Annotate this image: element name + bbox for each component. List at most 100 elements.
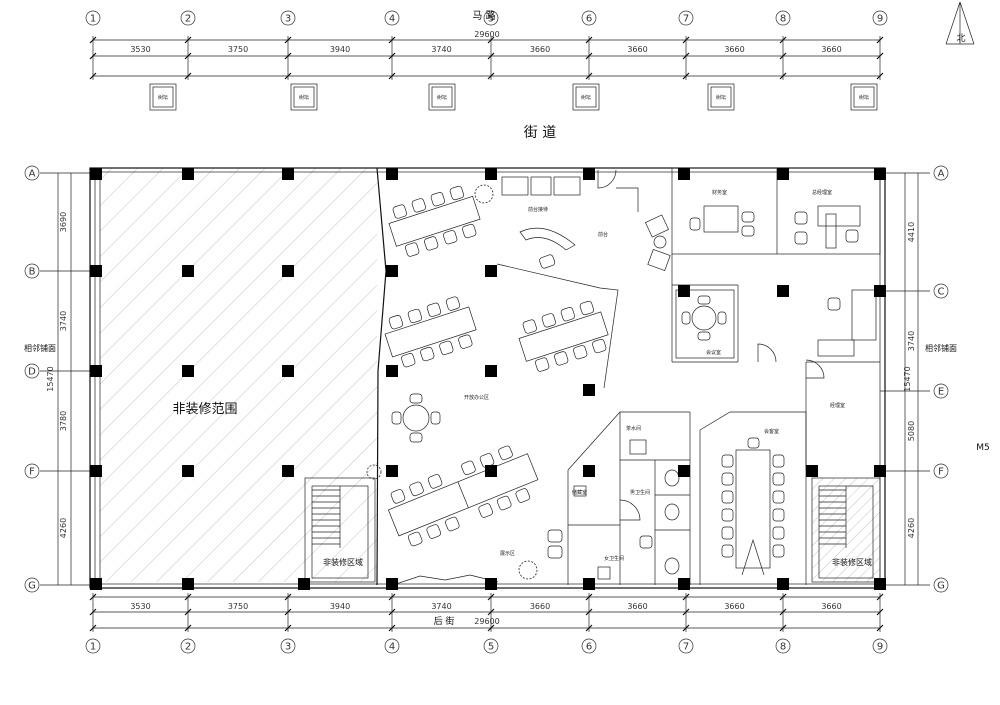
workstation-group-1	[388, 185, 481, 257]
reception-sofa	[501, 176, 581, 196]
grid-bubble	[24, 263, 40, 279]
grid-number: 2	[185, 642, 191, 653]
room-label-display: 展示区	[500, 551, 515, 557]
grid-bubble	[581, 10, 597, 26]
grid-number: 4	[389, 14, 395, 25]
chair	[772, 490, 785, 504]
left-dimension-lines	[40, 172, 93, 586]
tree-box	[572, 83, 600, 111]
column	[777, 285, 789, 297]
grid-bubble	[180, 10, 196, 26]
grid-bubble	[775, 638, 791, 654]
column	[386, 365, 398, 377]
grid-bubble	[24, 363, 40, 379]
room-labels: 财务室 总经理室 会议室 前台 前台接待 开放办公区 会客室 经理室 茶水间 男…	[464, 189, 845, 562]
column	[282, 365, 294, 377]
column	[583, 578, 595, 590]
grid-bubble	[775, 10, 791, 26]
grid-bubble	[280, 10, 296, 26]
column	[282, 168, 294, 180]
span-dimension: 3660	[530, 45, 550, 54]
manager-office-furniture	[817, 289, 877, 357]
non-renovation-area	[100, 168, 377, 582]
grid-bubble	[483, 638, 499, 654]
grid-number: 6	[586, 14, 592, 25]
non-renovation-scope-label: 非装修范围	[172, 402, 237, 417]
grid-number: 3	[285, 14, 291, 25]
workstation-group-3	[518, 300, 609, 372]
tree-box-label: 树坛	[437, 94, 447, 101]
tree-box	[707, 83, 735, 111]
back-street-label: 后 街	[434, 615, 455, 627]
top-total-dimension: 29600	[474, 30, 499, 39]
column	[874, 168, 886, 180]
column	[485, 265, 497, 277]
column	[182, 365, 194, 377]
side-total-dimension: 15470	[903, 366, 912, 391]
grid-letter: A	[938, 169, 945, 180]
column	[874, 578, 886, 590]
chair	[772, 544, 785, 558]
grid-letter: G	[28, 581, 36, 592]
grid-number: 7	[683, 14, 689, 25]
chair	[721, 526, 734, 540]
stair-right	[811, 477, 881, 583]
grid-bubble	[933, 383, 949, 399]
column	[777, 168, 789, 180]
grid-number: 1	[90, 14, 96, 25]
grid-letter: G	[937, 581, 945, 592]
top-dimension-lines	[89, 36, 884, 80]
grid-letter: F	[938, 467, 944, 478]
span-dimension: 3660	[627, 602, 647, 611]
grid-number: 1	[90, 642, 96, 653]
structural-columns	[90, 168, 886, 590]
room-label-pantry: 茶水间	[626, 425, 641, 432]
finance-office-furniture	[689, 205, 755, 237]
column	[583, 465, 595, 477]
room-label-open-office: 开放办公区	[464, 394, 489, 401]
grid-number: 9	[877, 14, 883, 25]
span-dimension: 3740	[431, 602, 451, 611]
span-dimension: 3660	[821, 602, 841, 611]
chair	[772, 508, 785, 522]
column	[485, 168, 497, 180]
lounge-chairs	[644, 214, 671, 272]
north-arrow-icon	[945, 1, 975, 45]
column	[485, 365, 497, 377]
column	[806, 465, 818, 477]
column	[90, 465, 102, 477]
grid-number: 2	[185, 14, 191, 25]
side-dimension: 3740	[907, 331, 916, 351]
column	[90, 168, 102, 180]
chair	[721, 454, 734, 468]
grid-bubble	[384, 10, 400, 26]
workstation-group-2	[384, 296, 477, 368]
bottom-dimension-lines	[89, 593, 884, 632]
gm-office-furniture	[794, 205, 861, 249]
tree-box-label: 树坛	[859, 94, 869, 101]
side-total-dimension: 15470	[46, 366, 55, 391]
column	[583, 168, 595, 180]
grid-bubble	[85, 638, 101, 654]
toilet-fixtures	[573, 439, 680, 580]
room-label-manager: 经理室	[830, 402, 845, 409]
grid-letter: C	[938, 287, 945, 298]
chair	[721, 490, 734, 504]
span-dimension: 3740	[431, 45, 451, 54]
column	[386, 265, 398, 277]
non-renovation-zone-left: 非装修区域	[323, 557, 363, 567]
room-label-conference: 会客室	[764, 428, 779, 435]
room-label-meeting: 会议室	[706, 349, 721, 356]
side-dimension: 4260	[59, 518, 68, 538]
grid-bubble	[483, 10, 499, 26]
tree-box	[428, 83, 456, 111]
grid-letter: A	[29, 169, 36, 180]
workstation-group-4	[387, 445, 539, 547]
room-label-storage: 储藏室	[572, 489, 587, 496]
grid-number: 3	[285, 642, 291, 653]
side-dimension: 5080	[907, 421, 916, 441]
column	[182, 168, 194, 180]
tree-box-label: 树坛	[581, 94, 591, 101]
